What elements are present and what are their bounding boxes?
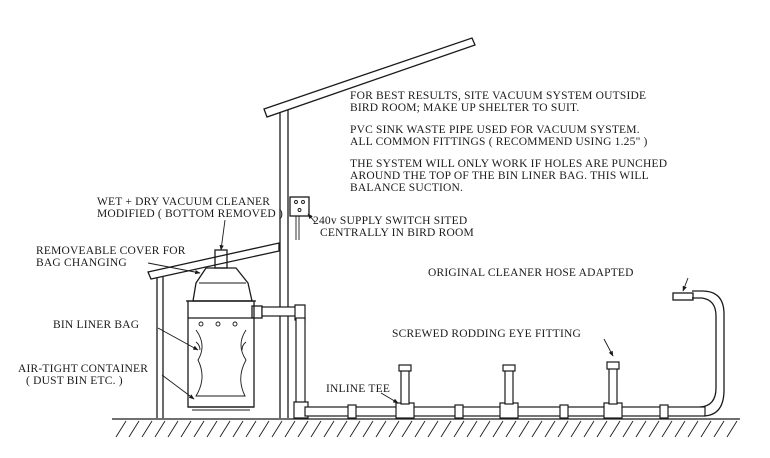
rodding-eye-label: SCREWED RODDING EYE FITTING	[392, 328, 581, 340]
hose-label: ORIGINAL CLEANER HOSE ADAPTED	[428, 267, 634, 279]
vacuum-label-2: MODIFIED ( BOTTOM REMOVED )	[97, 208, 283, 220]
note-line-4: ALL COMMON FITTINGS ( RECOMMEND USING 1.…	[350, 136, 648, 148]
pipe-through-wall	[261, 306, 301, 317]
ground-hatch-stroke	[544, 420, 556, 438]
ground-hatch-stroke	[492, 420, 504, 438]
ground-hatch-stroke	[219, 420, 231, 438]
note-line-6: AROUND THE TOP OF THE BIN LINER BAG. THI…	[350, 170, 649, 182]
ground-hatch-stroke	[414, 420, 426, 438]
switch-label-2: CENTRALLY IN BIRD ROOM	[320, 227, 474, 239]
ground-hatch-stroke	[401, 420, 413, 438]
ground-hatch-stroke	[700, 420, 712, 438]
ground-hatch-stroke	[674, 420, 686, 438]
riser-2	[499, 364, 519, 419]
ground-hatch-stroke	[154, 420, 166, 438]
ground-hatch-stroke	[336, 420, 348, 438]
cover-label-2: BAG CHANGING	[36, 257, 127, 269]
ground-hatch-stroke	[271, 420, 283, 438]
ground-hatch-stroke	[206, 420, 218, 438]
riser-1	[395, 364, 415, 419]
ground-hatch-stroke	[232, 420, 244, 438]
air-tight-container	[186, 300, 256, 411]
ground-hatch-stroke	[141, 420, 153, 438]
ground-hatch-stroke	[570, 420, 582, 438]
ground-hatch-stroke	[297, 420, 309, 438]
container-label-1: AIR-TIGHT CONTAINER	[18, 363, 148, 375]
ground-hatch-stroke	[388, 420, 400, 438]
ground-hatch-stroke	[518, 420, 530, 438]
supply-switch	[289, 196, 310, 240]
ground-hatch-stroke	[362, 420, 374, 438]
ground-hatch-stroke	[258, 420, 270, 438]
inline-tee-label: INLINE TEE	[326, 383, 390, 395]
ground-hatch-stroke	[453, 420, 465, 438]
ground-hatch-stroke	[531, 420, 543, 438]
ground-hatch-stroke	[193, 420, 205, 438]
hose-nozzle	[672, 292, 694, 301]
ground-hatch-stroke	[128, 420, 140, 438]
ground-hatch-stroke	[323, 420, 335, 438]
ground-hatch-stroke	[375, 420, 387, 438]
vacuum-head	[192, 267, 253, 302]
leader-lines	[147, 213, 689, 404]
ground-hatch-stroke	[635, 420, 647, 438]
ground-hatch-stroke	[687, 420, 699, 438]
ground-hatch-stroke	[479, 420, 491, 438]
ground-hatch-stroke	[596, 420, 608, 438]
ground	[112, 418, 740, 438]
bin-liner-label: BIN LINER BAG	[53, 319, 139, 331]
ground-hatch-stroke	[284, 420, 296, 438]
downpipe	[295, 317, 306, 409]
note-line-7: BALANCE SUCTION.	[350, 182, 463, 194]
ground-hatch-stroke	[427, 420, 439, 438]
notes-block: FOR BEST RESULTS, SITE VACUUM SYSTEM OUT…	[350, 90, 667, 194]
container-label-2: ( DUST BIN ETC. )	[26, 375, 123, 387]
ground-hatch-stroke	[245, 420, 257, 438]
container-body	[187, 300, 255, 408]
ground-hatch-stroke	[440, 420, 452, 438]
switch-box	[289, 196, 310, 217]
bird-room-building	[147, 37, 476, 418]
ground-hatch-stroke	[726, 420, 738, 438]
cleaner-hose	[672, 290, 725, 417]
wall-pipe	[261, 304, 309, 419]
shelter-roof	[147, 242, 280, 280]
hose-curve	[692, 297, 717, 408]
ground-hatch-stroke	[622, 420, 634, 438]
cover-label-1: REMOVEABLE COVER FOR	[36, 245, 186, 257]
ground-hatch-stroke	[115, 420, 127, 438]
switch-label-1: 240v SUPPLY SWITCH SITED	[313, 215, 467, 227]
main-roof	[263, 37, 476, 118]
ground-hatch-stroke	[661, 420, 673, 438]
vacuum-handle	[214, 249, 228, 269]
note-line-5: THE SYSTEM WILL ONLY WORK IF HOLES ARE P…	[350, 158, 667, 170]
ground-hatch-stroke	[505, 420, 517, 438]
ground-hatching	[115, 420, 738, 438]
ground-hatch-stroke	[713, 420, 725, 438]
ground-hatch-stroke	[583, 420, 595, 438]
note-line-2: BIRD ROOM; MAKE UP SHELTER TO SUIT.	[350, 102, 579, 114]
ground-hatch-stroke	[167, 420, 179, 438]
bin-liner-bag	[195, 329, 247, 397]
ground-hatch-stroke	[180, 420, 192, 438]
inline-tee-fitting	[395, 402, 415, 419]
ground-hatch-stroke	[349, 420, 361, 438]
note-line-3: PVC SINK WASTE PIPE USED FOR VACUUM SYST…	[350, 124, 640, 136]
ground-hatch-stroke	[609, 420, 621, 438]
ground-hatch-stroke	[648, 420, 660, 438]
ground-hatch-stroke	[310, 420, 322, 438]
vacuum-label-1: WET + DRY VACUUM CLEANER	[97, 196, 270, 208]
riser-3	[603, 361, 623, 419]
ground-hatch-stroke	[466, 420, 478, 438]
note-line-1: FOR BEST RESULTS, SITE VACUUM SYSTEM OUT…	[350, 90, 646, 102]
ground-hatch-stroke	[557, 420, 569, 438]
